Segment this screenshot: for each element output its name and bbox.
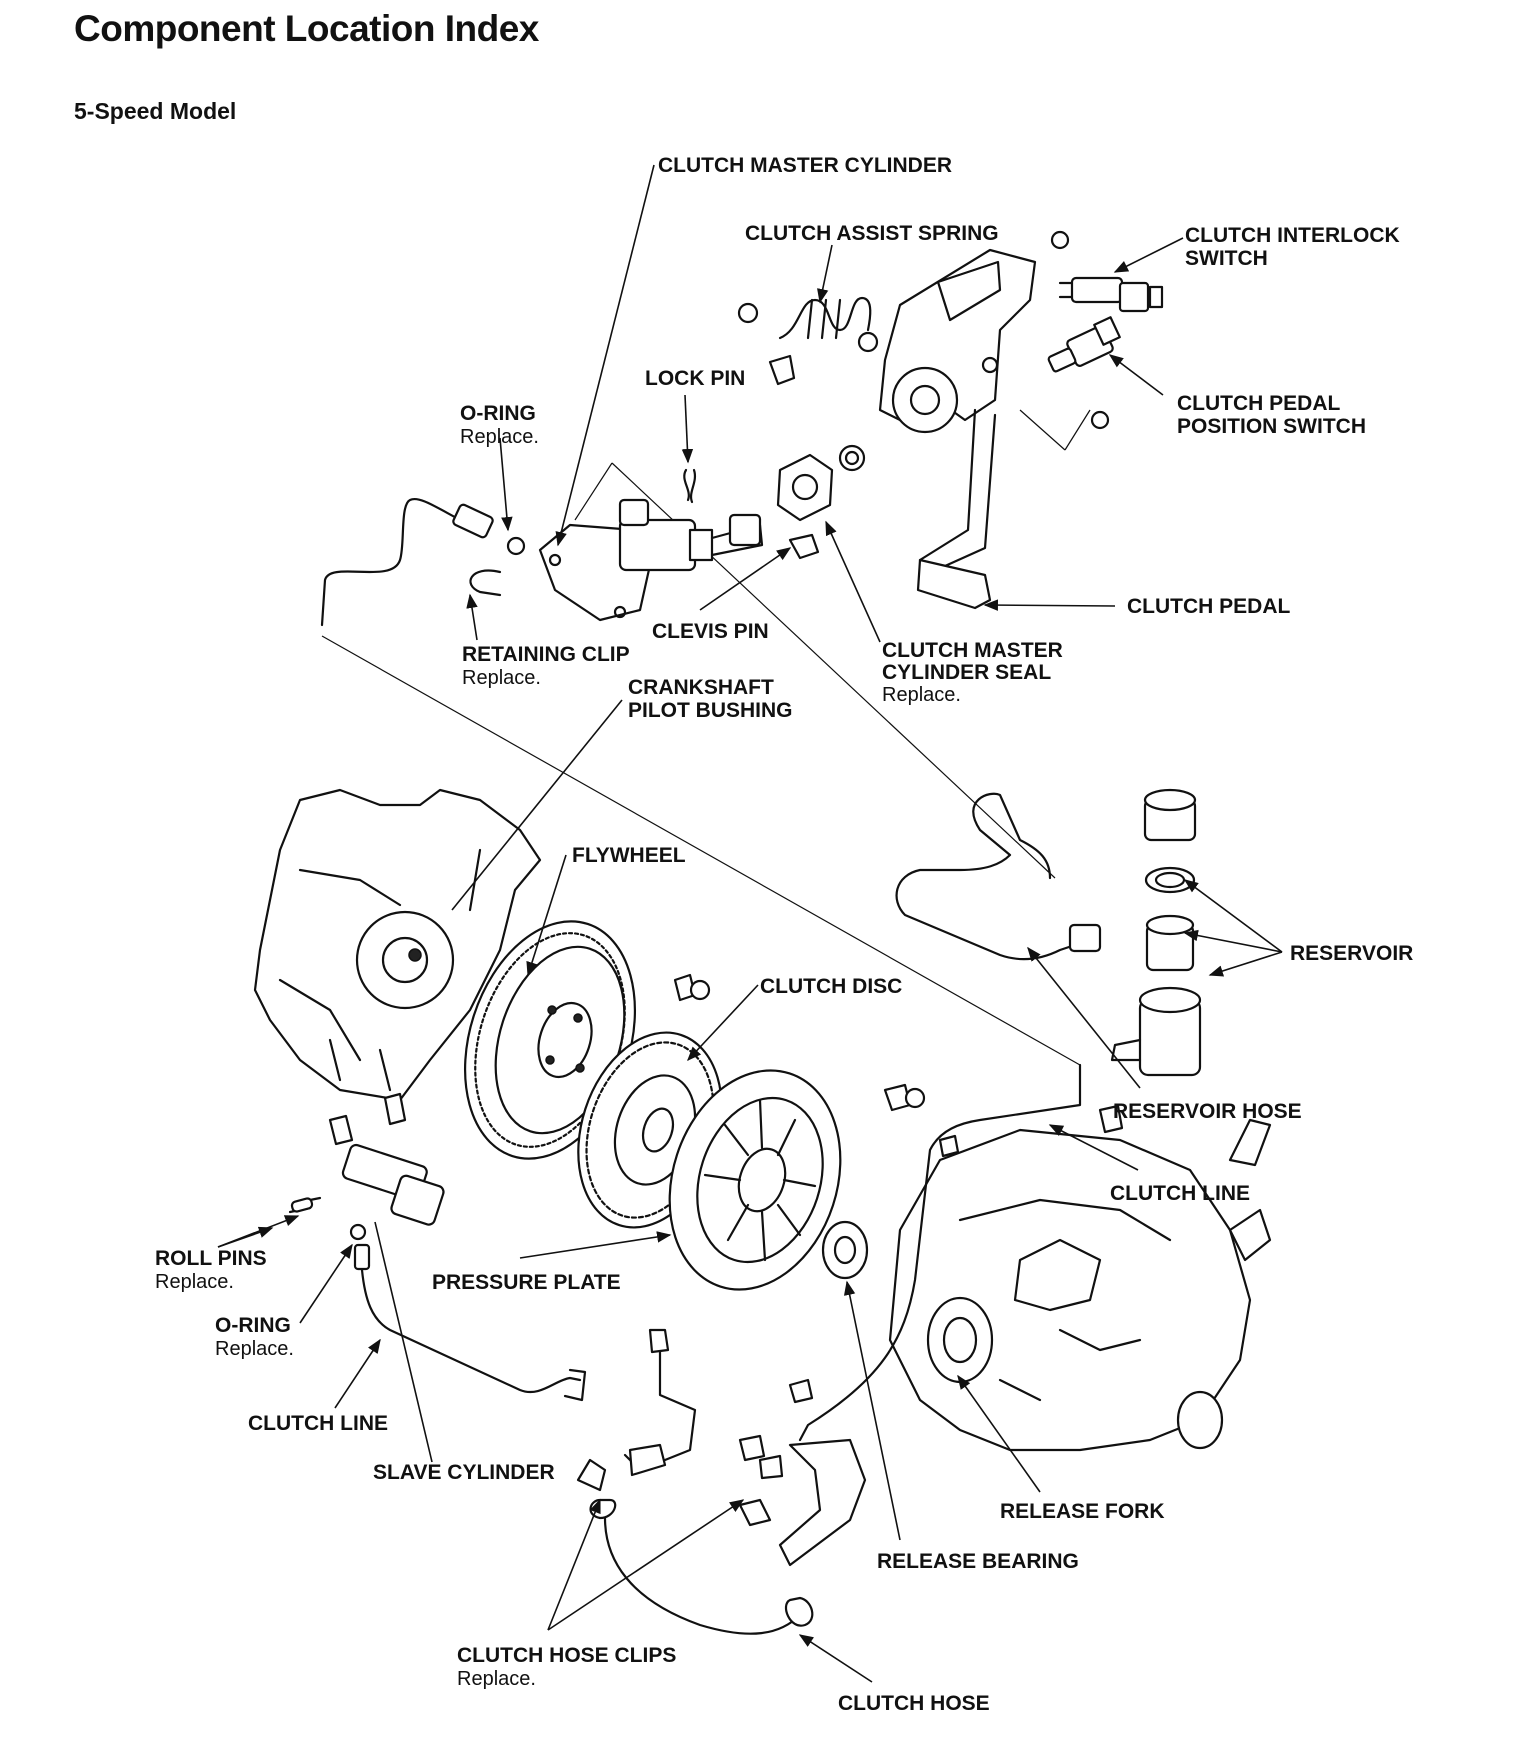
label-release-bearing: RELEASE BEARING (877, 1550, 1079, 1573)
label-pressure-plate: PRESSURE PLATE (432, 1271, 621, 1294)
page-subtitle: 5-Speed Model (74, 98, 237, 124)
label-crankshaft-pilot-bushing-line1: CRANKSHAFT (628, 676, 774, 699)
engine-block-part (253, 788, 542, 1102)
label-master-cylinder-seal-note: Replace. (882, 684, 961, 706)
clutch-line-left-part (353, 1243, 587, 1402)
label-o-ring-top: O-RING (460, 402, 536, 425)
label-reservoir: RESERVOIR (1290, 942, 1413, 965)
label-roll-pins-note: Replace. (155, 1271, 234, 1293)
page-title: Component Location Index (74, 8, 539, 49)
component-labels: CLUTCH MASTER CYLINDER CLUTCH ASSIST SPR… (155, 154, 1413, 1715)
clutch-pedal-assembly (878, 230, 1110, 610)
label-retaining-clip: RETAINING CLIP (462, 643, 630, 666)
clutch-hose-bracket-part (576, 1328, 867, 1635)
label-clutch-hose: CLUTCH HOSE (838, 1692, 990, 1715)
lock-pin-part (683, 354, 796, 504)
label-o-ring-top-note: Replace. (460, 426, 539, 448)
transmission-part (888, 1118, 1272, 1452)
label-retaining-clip-note: Replace. (462, 667, 541, 689)
label-release-fork: RELEASE FORK (1000, 1500, 1165, 1523)
label-clutch-line-right: CLUTCH LINE (1110, 1182, 1250, 1205)
clutch-line-right-part (798, 1063, 1124, 1442)
label-crankshaft-pilot-bushing-line2: PILOT BUSHING (628, 699, 793, 722)
label-clutch-assist-spring: CLUTCH ASSIST SPRING (745, 222, 999, 245)
master-cylinder-hose-part (320, 497, 526, 627)
label-master-cylinder-seal-line1: CLUTCH MASTER (882, 639, 1063, 662)
clutch-pedal-position-switch-part (1047, 316, 1121, 373)
pressure-plate-part (668, 1069, 926, 1291)
clutch-assist-spring-part (737, 296, 879, 353)
label-clutch-hose-clips-note: Replace. (457, 1668, 536, 1690)
label-clutch-master-cylinder: CLUTCH MASTER CYLINDER (658, 154, 952, 177)
label-lock-pin: LOCK PIN (645, 367, 745, 390)
label-roll-pins: ROLL PINS (155, 1247, 267, 1270)
label-flywheel: FLYWHEEL (572, 844, 686, 867)
label-o-ring-bottom-note: Replace. (215, 1338, 294, 1360)
label-clutch-pedal-position-switch-line1: CLUTCH PEDAL (1177, 392, 1340, 415)
label-clutch-hose-clips: CLUTCH HOSE CLIPS (457, 1644, 676, 1667)
label-reservoir-hose: RESERVOIR HOSE (1113, 1100, 1302, 1123)
label-clutch-line-left: CLUTCH LINE (248, 1412, 388, 1435)
label-master-cylinder-seal-line2: CYLINDER SEAL (882, 661, 1051, 684)
label-clevis-pin: CLEVIS PIN (652, 620, 769, 643)
clutch-interlock-switch-part (1058, 276, 1164, 313)
slave-cylinder-part (288, 1092, 445, 1241)
label-o-ring-bottom: O-RING (215, 1314, 291, 1337)
clutch-master-cylinder-part (538, 444, 866, 622)
label-clutch-interlock-switch-line2: SWITCH (1185, 247, 1268, 270)
label-clutch-pedal: CLUTCH PEDAL (1127, 595, 1290, 618)
release-bearing-part (821, 1220, 869, 1280)
reservoir-part (895, 788, 1202, 1077)
label-clutch-pedal-position-switch-line2: POSITION SWITCH (1177, 415, 1366, 438)
leader-lines (217, 164, 1283, 1683)
label-clutch-disc: CLUTCH DISC (760, 975, 902, 998)
label-slave-cylinder: SLAVE CYLINDER (373, 1461, 555, 1484)
label-clutch-interlock-switch-line1: CLUTCH INTERLOCK (1185, 224, 1400, 247)
